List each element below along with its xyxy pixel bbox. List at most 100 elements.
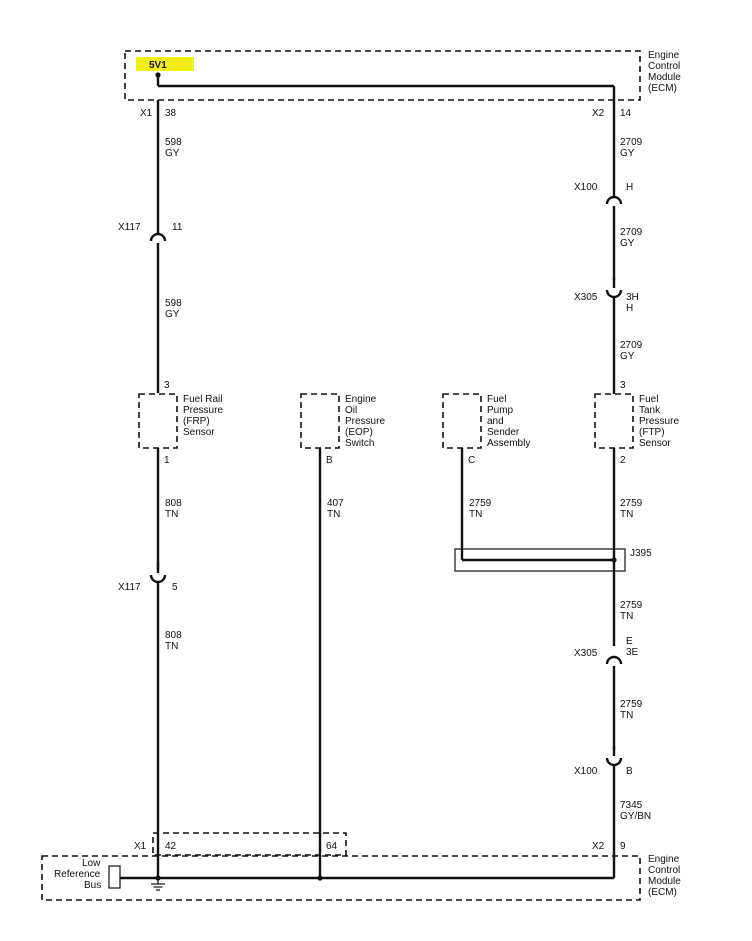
ecm-bottom-name-3: Module [648, 876, 681, 887]
frp-name-1: Fuel Rail [183, 394, 222, 405]
x305-bottom-pin-1: E [626, 636, 633, 647]
x100-top-pin: H [626, 182, 633, 193]
wire-808-num-a: 808 [165, 498, 182, 509]
x100-bottom-name: X100 [574, 766, 598, 777]
wire-2709-color-a: GY [620, 148, 635, 159]
ftp-name-3: Pressure [639, 416, 679, 427]
pump-name-4: Sender [487, 427, 520, 438]
connector-x117-top [149, 232, 167, 242]
wire-2759-num-c: 2759 [620, 699, 643, 710]
bus-node-eop [317, 875, 323, 881]
ecm-top-name-4: (ECM) [648, 83, 677, 94]
frp-circuit: 598 GY X117 11 598 GY 3 Fuel Rail Pressu… [118, 100, 223, 878]
frp-name-3: (FRP) [183, 416, 210, 427]
connector-x117-bottom [149, 574, 167, 584]
ecm-bottom-right-pin: 9 [620, 841, 626, 852]
ecm-bottom-pin-b: 64 [326, 841, 338, 852]
ecm-top-name-2: Control [648, 61, 680, 72]
x117-top-name: X117 [118, 222, 141, 233]
wire-2759-num-b: 2759 [620, 600, 643, 611]
ftp-name-2: Tank [639, 405, 661, 416]
ground-icon [151, 878, 165, 891]
wire-407-color: TN [327, 509, 340, 520]
ftp-pin-top: 3 [620, 380, 626, 391]
ecm-top-left-pin: 38 [165, 108, 177, 119]
wire-2709-color-b: GY [620, 238, 635, 249]
supply-highlight [136, 57, 194, 71]
ftp-circuit: 2709 GY X100 H 2709 GY X305 3H H 2709 GY… [454, 100, 679, 878]
wire-808-color-b: TN [165, 641, 178, 652]
frp-pin-top: 3 [164, 380, 170, 391]
frp-name-4: Sensor [183, 427, 215, 438]
wire-598-color-a: GY [165, 148, 180, 159]
wire-2759-color-a: TN [620, 509, 633, 520]
eop-name-3: Pressure [345, 416, 385, 427]
x305-top-name: X305 [574, 292, 598, 303]
x305-bottom-name: X305 [574, 648, 598, 659]
low-reference-bracket [108, 865, 121, 889]
x100-bottom-pin: B [626, 766, 633, 777]
x305-top-pin-2: H [626, 303, 633, 314]
eop-circuit: Engine Oil Pressure (EOP) Switch B 407 T… [300, 393, 385, 878]
wire-2709-num-c: 2709 [620, 340, 643, 351]
frp-sensor-box [138, 393, 178, 449]
ecm-top-left-conn: X1 [140, 108, 153, 119]
wire-407-num: 407 [327, 498, 344, 509]
low-ref-line-2: Reference [54, 869, 101, 880]
wire-2759-color-c: TN [620, 710, 633, 721]
pump-name-3: and [487, 416, 504, 427]
splice-j395-box [454, 548, 626, 572]
splice-j395-node [611, 557, 617, 563]
pump-name-5: Assembly [487, 438, 530, 449]
wire-2759-pump-color: TN [469, 509, 482, 520]
eop-pin-bottom: B [326, 455, 333, 466]
ecm-bottom-name-1: Engine [648, 854, 680, 865]
ecm-top-module: 5V1 Engine Control Module (ECM) X1 38 X2… [124, 50, 681, 119]
x305-bottom-pin-2: 3E [626, 647, 639, 658]
wire-2709-color-c: GY [620, 351, 635, 362]
frp-name-2: Pressure [183, 405, 223, 416]
ecm-bottom-right-conn: X2 [592, 841, 605, 852]
ecm-bottom-connector-x1 [152, 832, 347, 856]
wire-808-color-a: TN [165, 509, 178, 520]
wire-2759-pump-num: 2759 [469, 498, 492, 509]
ecm-bottom-pin-a: 42 [165, 841, 177, 852]
x117-bottom-pin: 5 [172, 582, 178, 593]
ftp-name-5: Sensor [639, 438, 671, 449]
x117-top-pin: 11 [172, 222, 183, 233]
connector-x305-bottom [605, 655, 623, 665]
connector-x305-top [605, 289, 623, 299]
ecm-top-name-1: Engine [648, 50, 680, 61]
ecm-bottom-name-2: Control [648, 865, 680, 876]
eop-name-5: Switch [345, 438, 374, 449]
connector-x100-top [605, 195, 623, 205]
eop-name-1: Engine [345, 394, 377, 405]
ecm-top-name-3: Module [648, 72, 681, 83]
wire-598-num-b: 598 [165, 298, 182, 309]
ftp-sensor-box [594, 393, 634, 449]
wire-808-num-b: 808 [165, 630, 182, 641]
ecm-top-right-pin: 14 [620, 108, 632, 119]
low-ref-line-3: Bus [84, 880, 101, 891]
ftp-pin-bottom: 2 [620, 455, 626, 466]
ecm-bottom-module: X1 42 64 X2 9 Low Reference Bus Engine C… [41, 832, 681, 901]
splice-j395-label: J395 [630, 548, 652, 559]
wire-598-color-b: GY [165, 309, 180, 320]
ftp-name-4: (FTP) [639, 427, 665, 438]
wire-7345-num: 7345 [620, 800, 643, 811]
wire-2759-num-a: 2759 [620, 498, 643, 509]
frp-pin-bottom: 1 [164, 455, 170, 466]
ecm-top-right-conn: X2 [592, 108, 605, 119]
wire-2709-num-a: 2709 [620, 137, 643, 148]
low-ref-line-1: Low [82, 858, 101, 869]
eop-name-2: Oil [345, 405, 357, 416]
pump-pin-bottom: C [468, 455, 475, 466]
wire-2759-color-b: TN [620, 611, 633, 622]
wire-598-num-a: 598 [165, 137, 182, 148]
ecm-bottom-name-4: (ECM) [648, 887, 677, 898]
wire-7345-color: GY/BN [620, 811, 651, 822]
connector-x100-bottom [605, 757, 623, 767]
x117-bottom-name: X117 [118, 582, 141, 593]
pump-name-2: Pump [487, 405, 514, 416]
